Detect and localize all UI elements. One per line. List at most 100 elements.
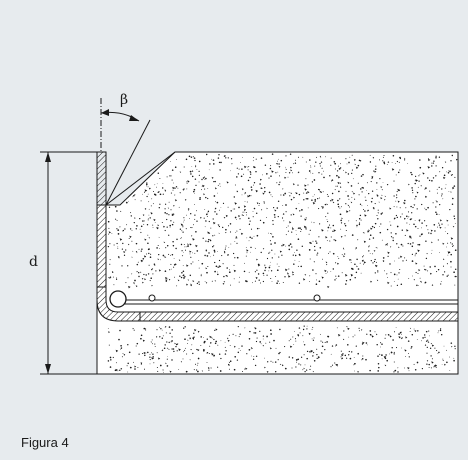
aggregate-speck <box>395 174 397 176</box>
aggregate-stone <box>383 355 386 359</box>
aggregate-speck <box>252 160 254 162</box>
aggregate-stone <box>183 349 186 352</box>
aggregate-speck <box>228 247 230 248</box>
aggregate-speck <box>112 271 114 273</box>
aggregate-speck <box>360 219 362 221</box>
aggregate-speck <box>120 348 121 350</box>
aggregate-speck <box>333 161 336 163</box>
aggregate-speck <box>213 195 216 197</box>
aggregate-speck <box>188 155 191 158</box>
aggregate-speck <box>374 168 377 170</box>
aggregate-speck <box>151 269 153 271</box>
aggregate-stone <box>156 226 159 230</box>
aggregate-speck <box>420 280 422 283</box>
aggregate-stone <box>142 339 145 342</box>
aggregate-speck <box>282 213 285 215</box>
aggregate-speck <box>284 192 287 195</box>
aggregate-speck <box>371 225 374 228</box>
aggregate-speck <box>338 190 340 193</box>
aggregate-speck <box>132 196 134 198</box>
aggregate-speck <box>232 208 234 210</box>
aggregate-speck <box>168 341 170 344</box>
aggregate-speck <box>199 198 201 200</box>
aggregate-speck <box>417 330 419 332</box>
aggregate-stone <box>281 364 284 367</box>
aggregate-speck <box>133 329 135 331</box>
aggregate-stone <box>178 369 180 370</box>
aggregate-stone <box>234 202 237 205</box>
aggregate-speck <box>182 274 185 276</box>
aggregate-speck <box>168 234 170 236</box>
aggregate-speck <box>277 200 280 203</box>
aggregate-speck <box>246 237 248 239</box>
aggregate-stone <box>223 250 226 253</box>
aggregate-speck <box>390 232 392 234</box>
aggregate-stone <box>180 223 183 226</box>
aggregate-speck <box>185 370 188 373</box>
aggregate-speck <box>149 363 151 365</box>
aggregate-speck <box>315 283 318 285</box>
aggregate-stone <box>312 370 314 373</box>
aggregate-speck <box>250 347 252 349</box>
aggregate-speck <box>327 335 330 338</box>
aggregate-speck <box>389 221 391 223</box>
aggregate-speck <box>146 185 148 187</box>
aggregate-stone <box>344 274 348 277</box>
aggregate-stone <box>347 327 350 330</box>
aggregate-speck <box>438 224 441 226</box>
aggregate-speck <box>237 326 239 328</box>
aggregate-speck <box>133 282 135 284</box>
aggregate-speck <box>287 272 289 274</box>
aggregate-speck <box>324 349 326 351</box>
aggregate-speck <box>205 282 208 284</box>
aggregate-speck <box>197 370 199 373</box>
aggregate-speck <box>395 200 397 202</box>
aggregate-speck <box>349 357 352 360</box>
aggregate-speck <box>262 338 264 340</box>
aggregate-speck <box>348 198 350 200</box>
aggregate-speck <box>285 204 287 206</box>
aggregate-speck <box>188 334 190 337</box>
aggregate-stone <box>187 279 190 281</box>
aggregate-speck <box>354 370 355 372</box>
aggregate-stone <box>381 189 383 191</box>
aggregate-stone <box>257 263 261 267</box>
aggregate-stone <box>236 230 238 232</box>
aggregate-stone <box>174 199 178 202</box>
aggregate-speck <box>291 367 293 369</box>
aggregate-speck <box>320 340 322 342</box>
aggregate-speck <box>169 224 171 227</box>
aggregate-speck <box>193 332 195 334</box>
aggregate-speck <box>112 356 114 359</box>
aggregate-stone <box>192 280 195 283</box>
aggregate-stone <box>325 236 328 239</box>
concrete-slab <box>96 151 459 375</box>
aggregate-speck <box>133 283 135 285</box>
aggregate-stone <box>389 207 392 210</box>
aggregate-speck <box>171 359 173 361</box>
aggregate-speck <box>421 203 423 206</box>
aggregate-speck <box>320 157 322 158</box>
aggregate-speck <box>377 209 379 211</box>
aggregate-stone <box>376 279 379 282</box>
aggregate-speck <box>325 216 327 218</box>
aggregate-stone <box>173 205 175 207</box>
aggregate-speck <box>361 205 363 207</box>
aggregate-speck <box>205 153 208 156</box>
aggregate-stone <box>225 157 227 159</box>
aggregate-speck <box>396 243 398 245</box>
aggregate-speck <box>424 188 426 190</box>
aggregate-speck <box>136 342 139 345</box>
aggregate-speck <box>311 199 313 201</box>
aggregate-speck <box>416 284 418 287</box>
aggregate-speck <box>332 252 335 255</box>
aggregate-stone <box>367 230 370 233</box>
aggregate-speck <box>133 221 135 224</box>
aggregate-speck <box>202 349 205 352</box>
aggregate-speck <box>300 265 302 268</box>
aggregate-speck <box>382 160 384 162</box>
aggregate-speck <box>312 326 314 328</box>
aggregate-speck <box>431 180 433 182</box>
aggregate-stone <box>284 268 288 272</box>
aggregate-speck <box>189 170 192 173</box>
